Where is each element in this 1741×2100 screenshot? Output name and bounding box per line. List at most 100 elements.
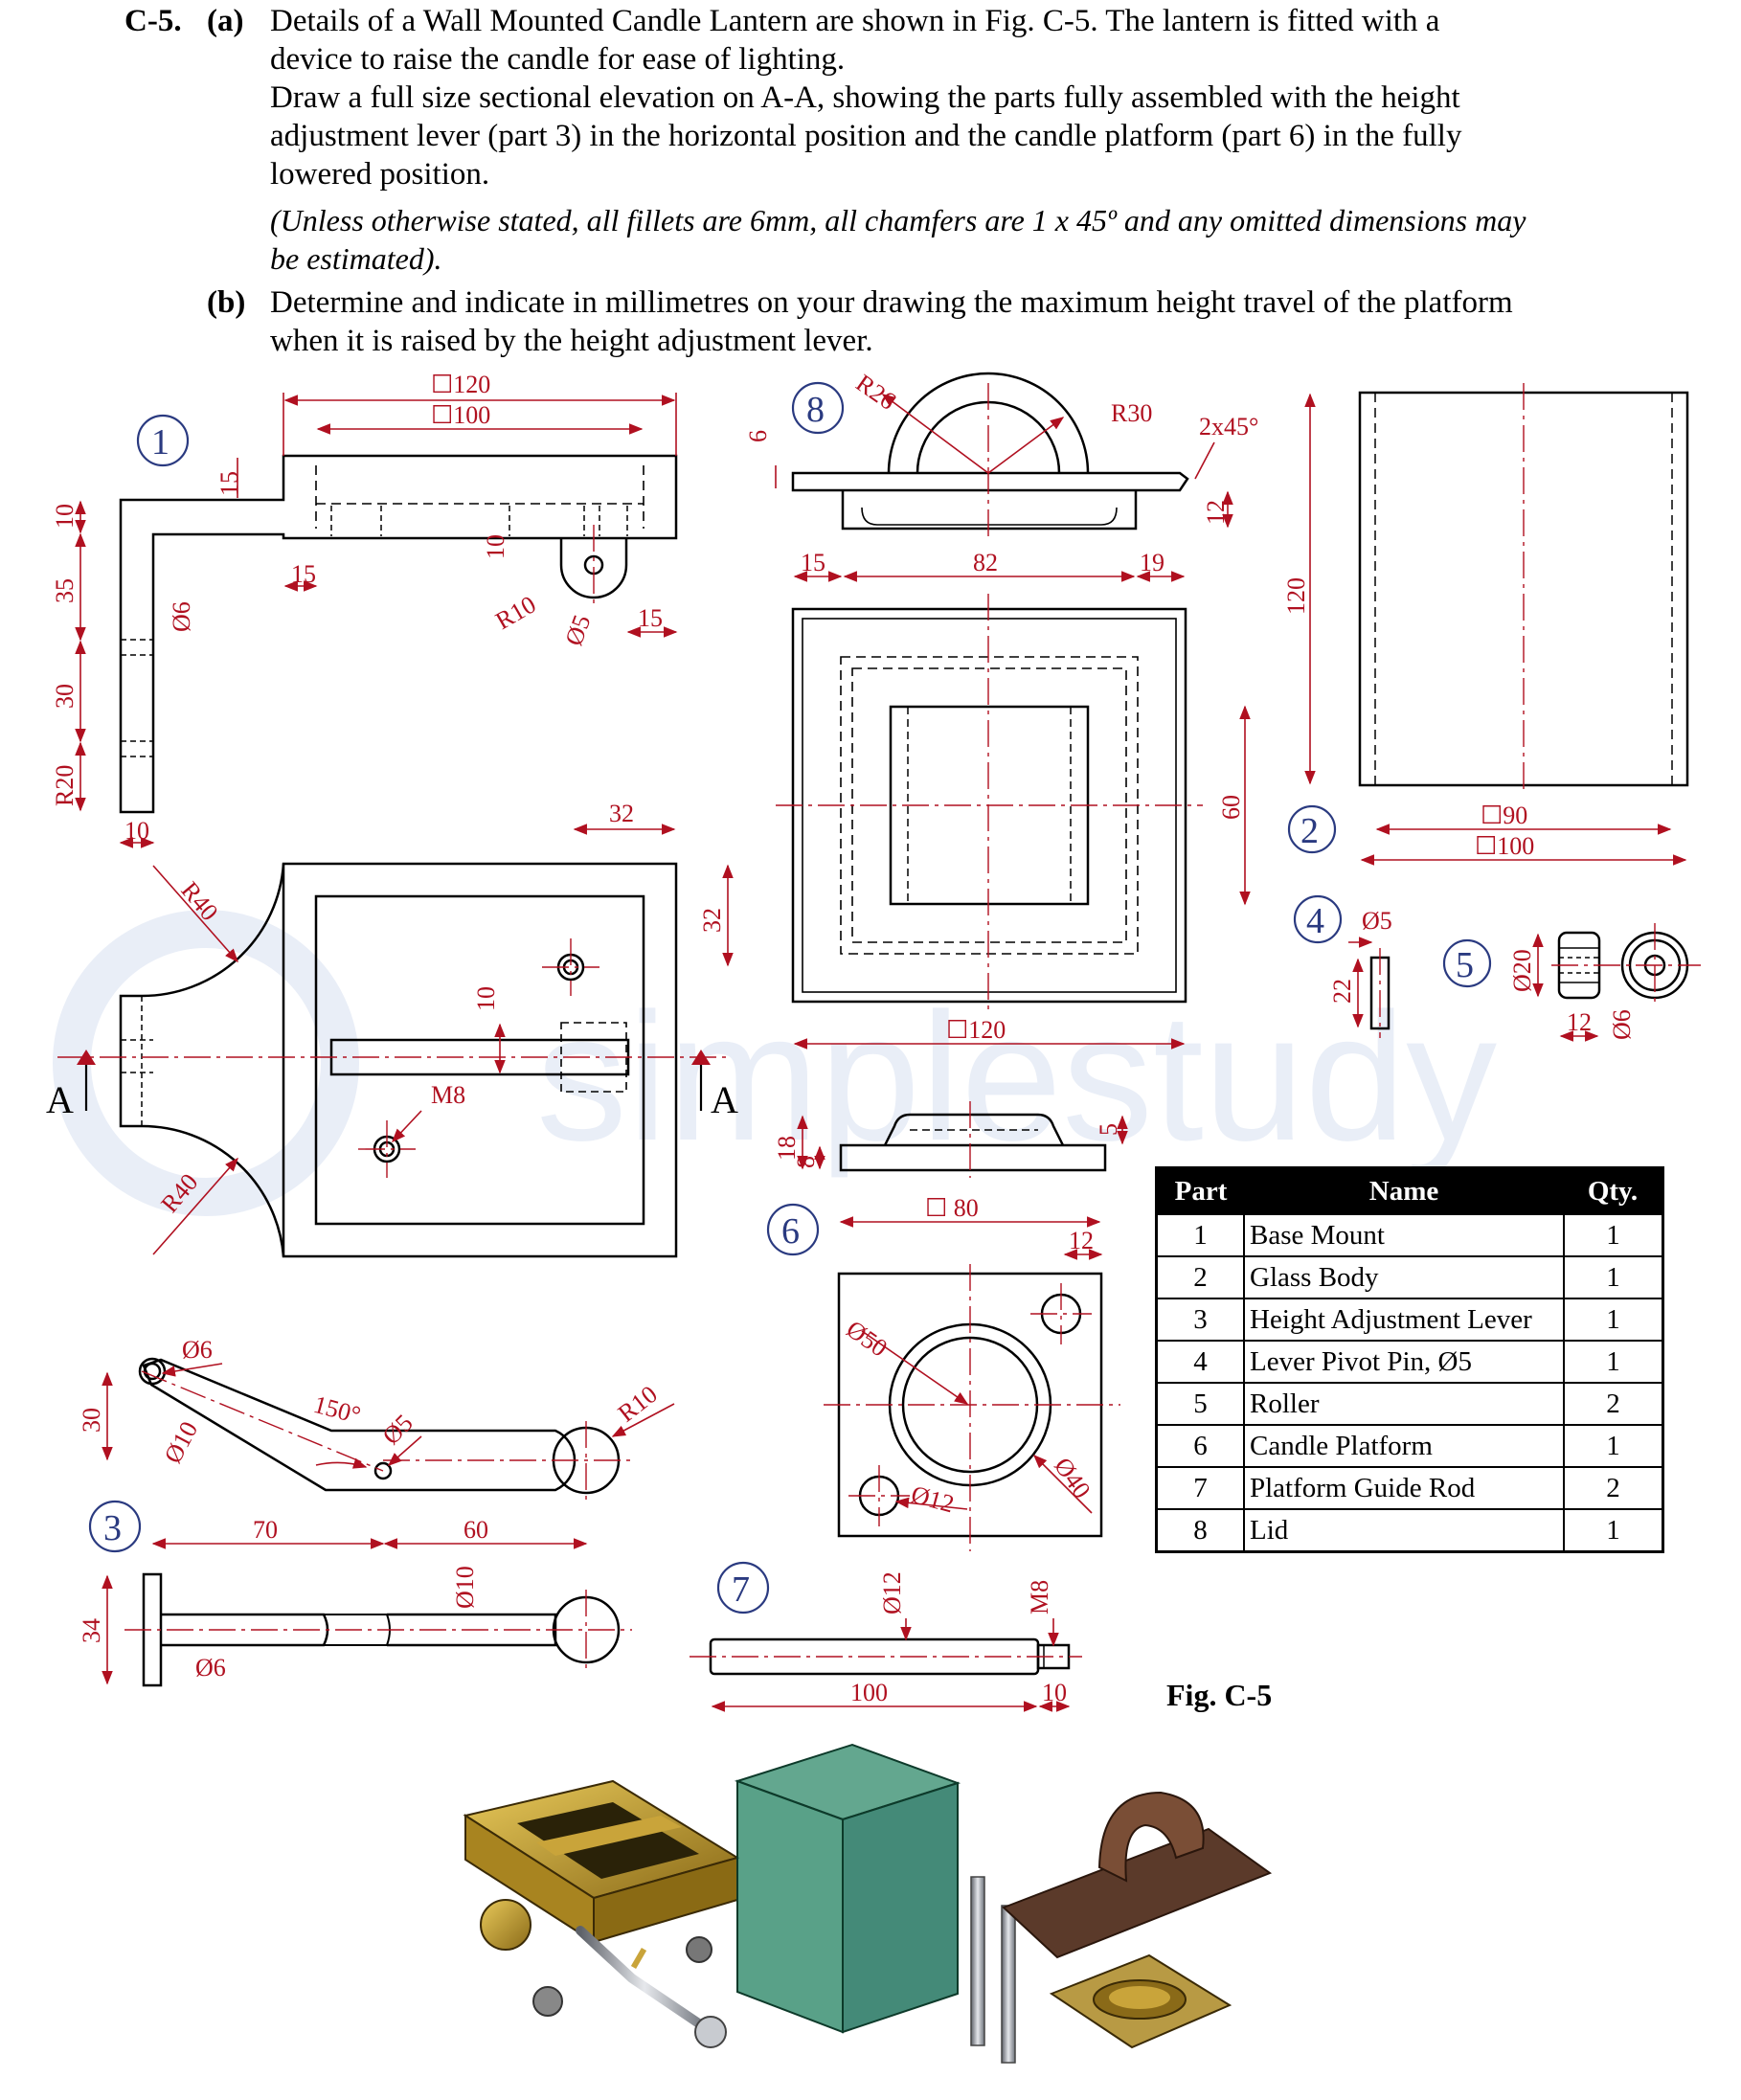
render-roller-b [532,1986,563,2017]
dim-p6-18: 18 [773,1136,801,1161]
dim-p1-dia6: Ø6 [168,601,195,632]
dim-p1-32v: 32 [698,908,726,933]
render-glass-body [734,1743,961,2034]
dim-p5-dia6: Ø6 [1608,1009,1636,1040]
dim-p1-30: 30 [51,684,79,709]
dim-p2-sq90: ☐90 [1481,802,1527,829]
cell-name: Candle Platform [1243,1424,1565,1468]
dim-p3-dia10b: Ø10 [451,1566,479,1609]
part-label-6: 6 [781,1211,800,1252]
header-qty: Qty. [1564,1167,1663,1214]
render-rod-a [970,1876,985,2046]
dim-p8-r26: R26 [851,369,901,416]
cell-qty: 1 [1563,1340,1664,1384]
cell-part: 6 [1155,1424,1245,1468]
dim-p8-sq120: ☐120 [946,1016,1006,1044]
dim-p6-sq80: ☐ 80 [925,1194,979,1222]
dim-p1-15a: 15 [215,471,243,496]
header-part: Part [1156,1167,1244,1214]
cell-part: 5 [1155,1382,1245,1426]
section-label-left: A [46,1078,74,1121]
dim-p1-r20: R20 [51,765,79,806]
cell-qty: 2 [1563,1466,1664,1510]
part-label-2: 2 [1300,811,1319,851]
dim-p7-10: 10 [1042,1679,1067,1706]
table-header-row: Part Name Qty. [1156,1167,1663,1214]
cell-part: 4 [1155,1340,1245,1384]
dim-p8-chamfer: 2x45° [1199,413,1258,440]
part-a-line-5: lowered position. [270,157,490,192]
cell-qty: 2 [1563,1382,1664,1426]
cell-qty: 1 [1563,1424,1664,1468]
dim-p8-12: 12 [1202,500,1230,525]
cell-qty: 1 [1563,1255,1664,1299]
dim-p1-10c: 10 [124,817,149,845]
cell-part: 7 [1155,1466,1245,1510]
cell-qty: 1 [1563,1298,1664,1342]
dim-p3-34: 34 [78,1618,105,1643]
render-base-mount [463,1779,740,1951]
cell-name: Height Adjustment Lever [1243,1298,1565,1342]
exploded-render [463,1743,1273,2064]
dim-p1-32h: 32 [609,800,634,827]
dim-p6-dia12: Ø12 [908,1480,957,1519]
part-label-5: 5 [1456,945,1474,985]
header-name: Name [1244,1167,1564,1214]
cell-name: Roller [1243,1382,1565,1426]
dim-p2-120: 120 [1282,577,1310,615]
cell-name: Lever Pivot Pin, Ø5 [1243,1340,1565,1384]
dim-p6-dia40: Ø40 [1049,1453,1096,1503]
part-b-line-1: Determine and indicate in millimetres on… [270,285,1513,320]
dim-p6-8: 8 [792,1156,820,1168]
dim-p1-m8: M8 [431,1081,465,1109]
part-a-line-2: device to raise the candle for ease of l… [270,42,846,77]
dim-p7-m8: M8 [1026,1580,1053,1615]
render-lid [1002,1791,1273,1959]
part-label-3: 3 [103,1508,122,1548]
dim-p1-10d: 10 [472,986,500,1011]
cell-qty: 1 [1563,1508,1664,1553]
dim-p1-r10: R10 [491,590,541,635]
dim-p3-150: 150° [310,1390,363,1430]
dim-p7-100: 100 [850,1679,888,1706]
cell-part: 3 [1155,1298,1245,1342]
dim-p6-dia50: Ø50 [842,1315,893,1362]
dim-p3-70: 70 [253,1516,278,1544]
part-label-7: 7 [732,1569,750,1610]
cell-part: 8 [1155,1508,1245,1553]
render-roller-a [686,1936,712,1963]
part-label-1: 1 [151,422,170,463]
part-b-label: (b) [207,285,246,320]
part-label-8: 8 [806,390,825,430]
dim-p6-12: 12 [1069,1227,1094,1254]
question-number: C-5. [124,4,182,38]
section-label-right: A [711,1078,738,1121]
cell-name: Lid [1243,1508,1565,1553]
render-rod-b [1001,1905,1016,2064]
dim-p1-dia5: Ø5 [559,611,596,649]
dim-p3-dia6b: Ø6 [195,1654,226,1682]
part-label-4: 4 [1306,901,1324,941]
dim-p3-r10: R10 [613,1380,663,1428]
dim-p8-15: 15 [801,549,825,576]
dim-p8-19: 19 [1140,549,1164,576]
dim-p1-15b: 15 [291,560,316,588]
dim-p4-dia5: Ø5 [1362,907,1392,935]
section-plane-arrows [77,1050,711,1111]
dim-p3-60: 60 [464,1516,488,1544]
dim-p5-12: 12 [1567,1008,1592,1036]
watermark-logo-icon [53,910,359,1216]
dim-p7-dia12: Ø12 [878,1571,906,1615]
dim-p1-10: 10 [51,504,79,529]
dim-p3-dia10a: Ø10 [159,1417,204,1468]
figure-label: Fig. C-5 [1166,1678,1273,1712]
centre-lines [57,383,1701,1670]
dim-p3-30: 30 [78,1408,105,1433]
part1-plan-view [119,454,678,814]
cell-part: 2 [1155,1255,1245,1299]
